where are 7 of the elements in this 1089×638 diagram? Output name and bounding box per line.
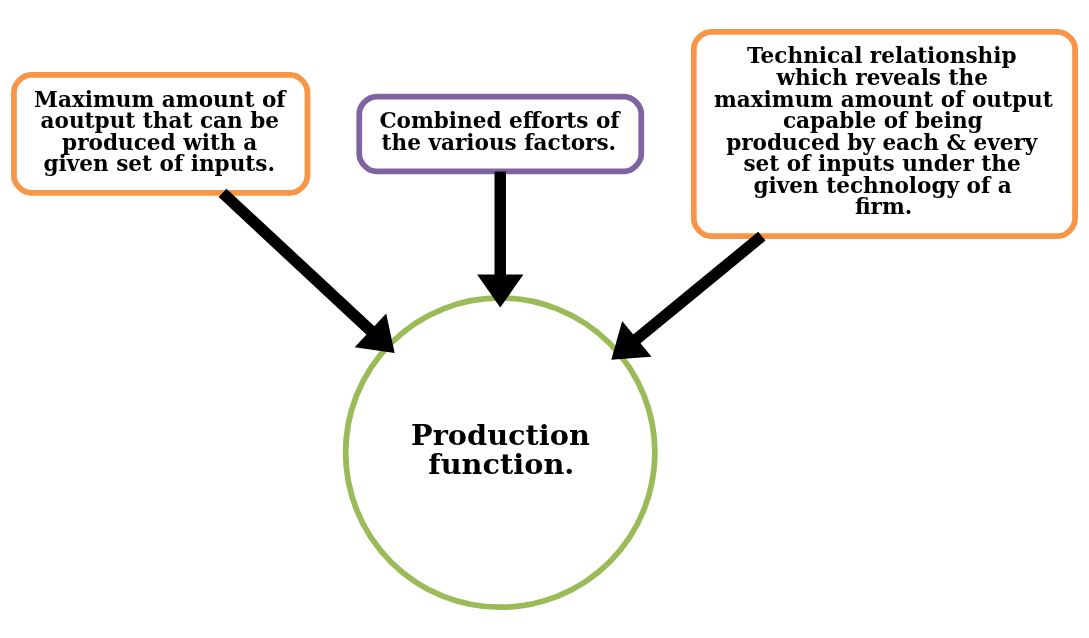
node-circle: Production function.: [342, 294, 658, 610]
arrow: [218, 188, 395, 353]
arrow: [477, 171, 524, 308]
node-box: Technical relationship which reveals the maximum amount of output capable of being produced by each & every set of inputs under the given technology of a firm.: [690, 28, 1078, 239]
node-box: Maximum amount of aoutput that can be produced with a given set of inputs.: [11, 71, 311, 196]
node-box: Combined efforts of the various factors.: [356, 93, 645, 174]
arrow: [611, 231, 766, 360]
